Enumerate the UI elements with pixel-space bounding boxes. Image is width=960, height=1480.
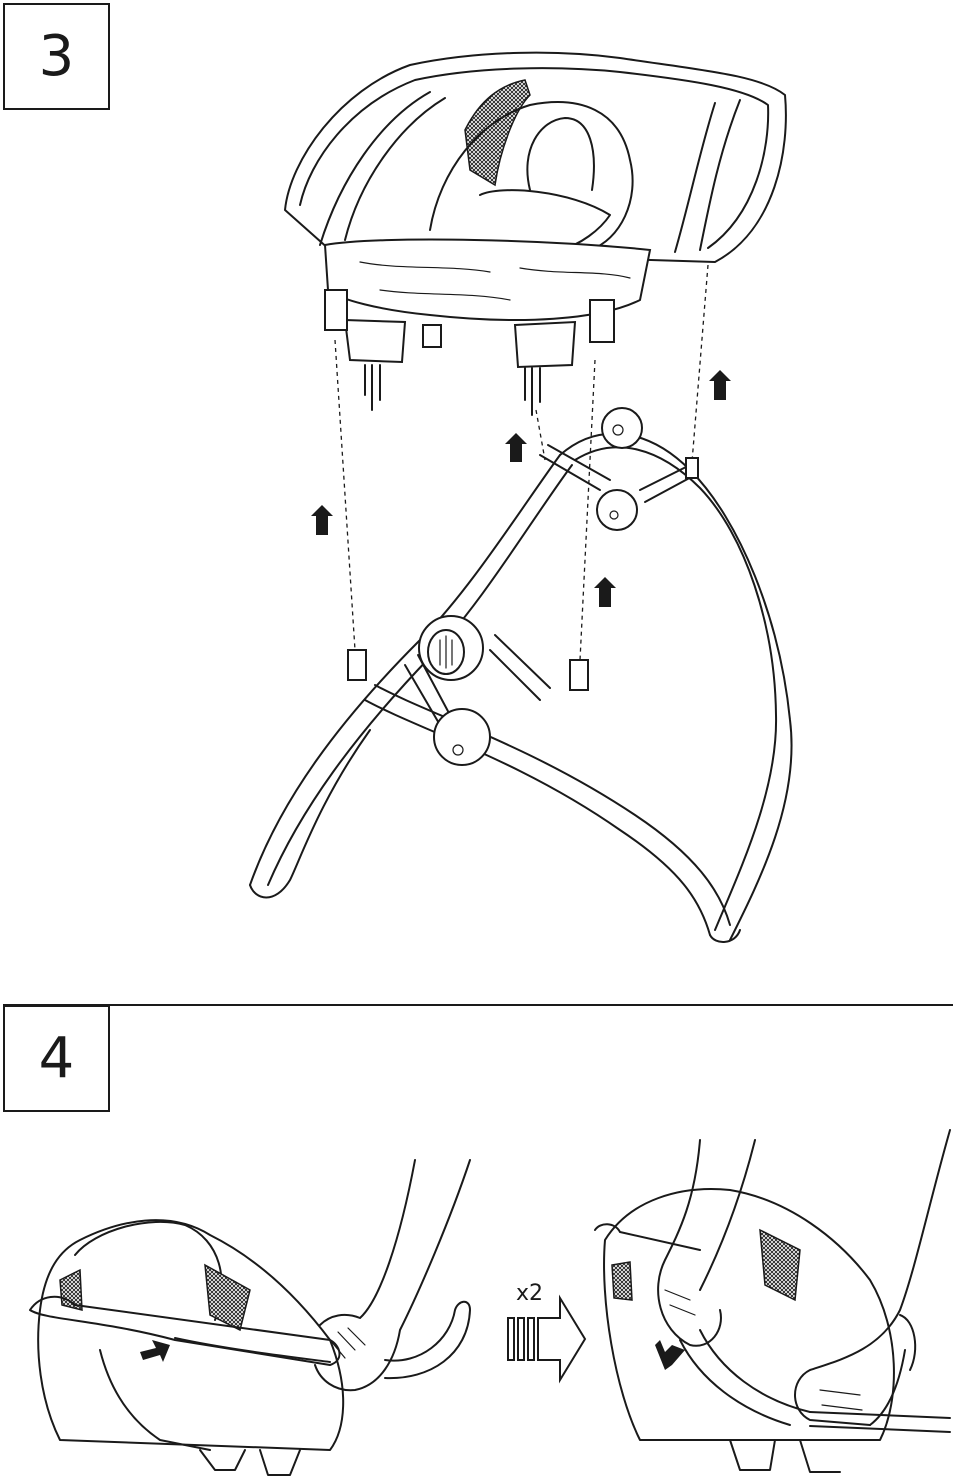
right-arrow-icon <box>507 1294 587 1384</box>
step-4-right-illustration <box>594 1188 951 1473</box>
section-divider <box>3 1004 953 1006</box>
hand-left <box>314 1159 471 1392</box>
up-arrow-icon <box>311 505 333 535</box>
hand-right-top <box>657 1139 756 1347</box>
down-arrow-icon <box>655 1340 685 1370</box>
hand-right-bottom <box>794 1129 951 1426</box>
seat-unit <box>284 51 787 416</box>
swing-frame <box>249 407 793 943</box>
up-arrow-icon <box>709 370 731 400</box>
step-3-number-box: 3 <box>3 3 110 110</box>
alignment-guides <box>334 264 709 661</box>
step-4-left-illustration <box>29 1219 471 1476</box>
up-arrow-icon <box>505 433 527 462</box>
repeat-count-label: x2 <box>516 1281 544 1306</box>
step-3-number: 3 <box>38 24 75 89</box>
up-arrow-icon <box>594 577 616 607</box>
step-4-number-box: 4 <box>3 1005 110 1112</box>
down-arrow-icon <box>140 1340 170 1362</box>
step-4-number: 4 <box>38 1026 75 1091</box>
